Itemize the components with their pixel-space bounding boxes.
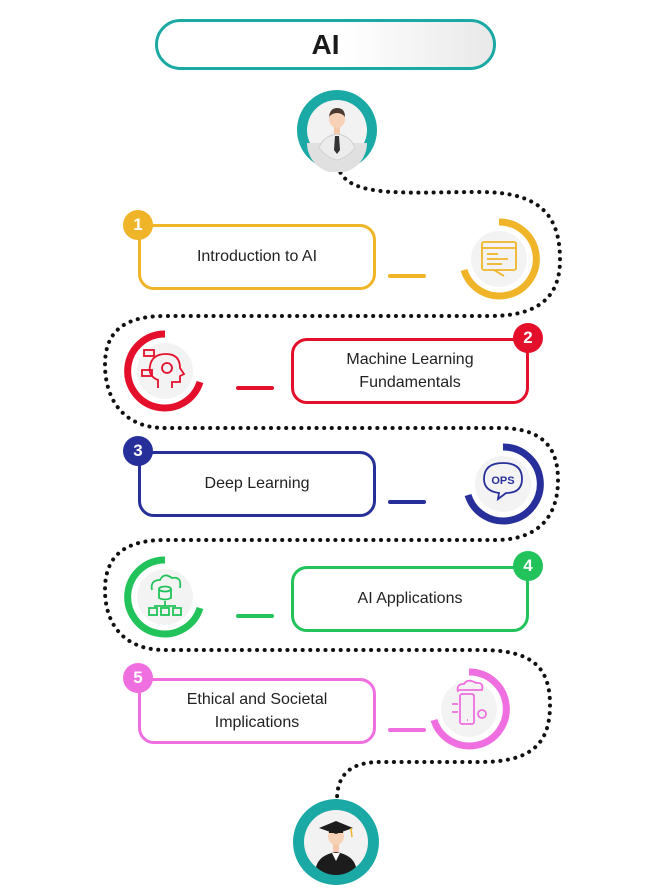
- step-5-box: Ethical and Societal Implications: [138, 678, 376, 744]
- ops-chat-bubble-icon: OPS: [464, 443, 544, 525]
- step-2-box: Machine Learning Fundamentals: [291, 338, 529, 404]
- step-1-badge: 1: [123, 210, 153, 240]
- graduate-avatar-icon: [293, 799, 379, 885]
- svg-text:OPS: OPS: [491, 475, 514, 487]
- step-3-box: Deep Learning: [138, 451, 376, 517]
- step-5-badge: 5: [123, 663, 153, 693]
- step-1-label: Introduction to AI: [196, 248, 318, 266]
- step-3-label: Deep Learning: [204, 475, 310, 493]
- step-1-box: Introduction to AI: [138, 224, 376, 290]
- businessman-avatar-icon: [297, 90, 377, 172]
- mobile-cloud-gear-icon: [430, 668, 510, 750]
- step-2-label: Machine Learning Fundamentals: [346, 350, 474, 391]
- step-4-badge: 4: [513, 551, 543, 581]
- step-4-connector: [236, 614, 274, 618]
- step-4-box: AI Applications: [291, 566, 529, 632]
- step-2-badge: 2: [513, 323, 543, 353]
- step-2-connector: [236, 386, 274, 390]
- step-5-connector: [388, 728, 426, 732]
- step-3-badge: 3: [123, 436, 153, 466]
- step-5-label: Ethical and Societal Implications: [186, 690, 328, 731]
- brain-gear-icon: [124, 330, 204, 412]
- title-pill: AI: [155, 19, 496, 70]
- step-4-label: AI Applications: [357, 590, 463, 608]
- code-window-icon: [460, 218, 540, 300]
- page-title: AI: [311, 28, 340, 60]
- step-1-connector: [388, 274, 426, 278]
- step-3-connector: [388, 500, 426, 504]
- cloud-database-network-icon: [124, 556, 204, 638]
